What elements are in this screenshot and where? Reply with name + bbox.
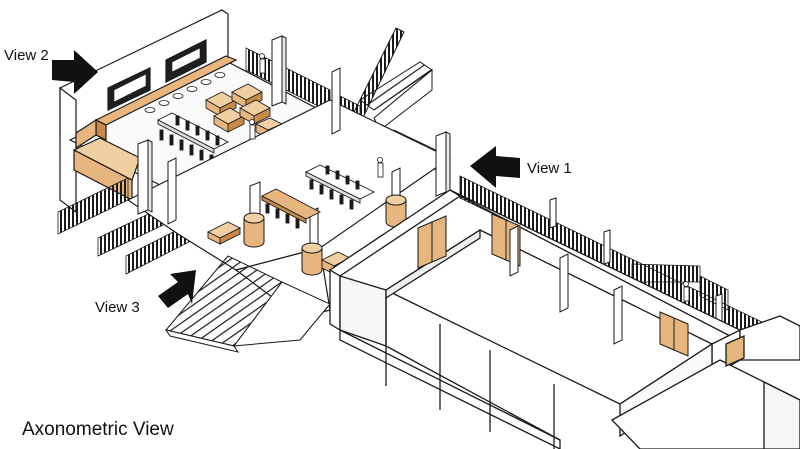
upper-dining-table (157, 112, 229, 166)
interior-columns (509, 225, 623, 345)
view3-arrow-icon (158, 270, 196, 308)
lower-building (328, 189, 800, 449)
view-arrows (52, 50, 520, 308)
doors (417, 213, 689, 357)
upper-staircase (349, 27, 433, 131)
bar-stools (144, 72, 226, 113)
terrace-tables (261, 164, 376, 229)
view2-arrow-icon (52, 50, 98, 94)
diagram-caption: Axonometric View (22, 419, 174, 440)
view2-label: View 2 (4, 47, 49, 64)
planters (243, 194, 407, 276)
view1-arrow-icon (470, 146, 520, 188)
view3-label: View 3 (95, 299, 140, 316)
lower-staircase (164, 255, 331, 353)
view1-label: View 1 (527, 160, 572, 177)
people (249, 53, 690, 302)
